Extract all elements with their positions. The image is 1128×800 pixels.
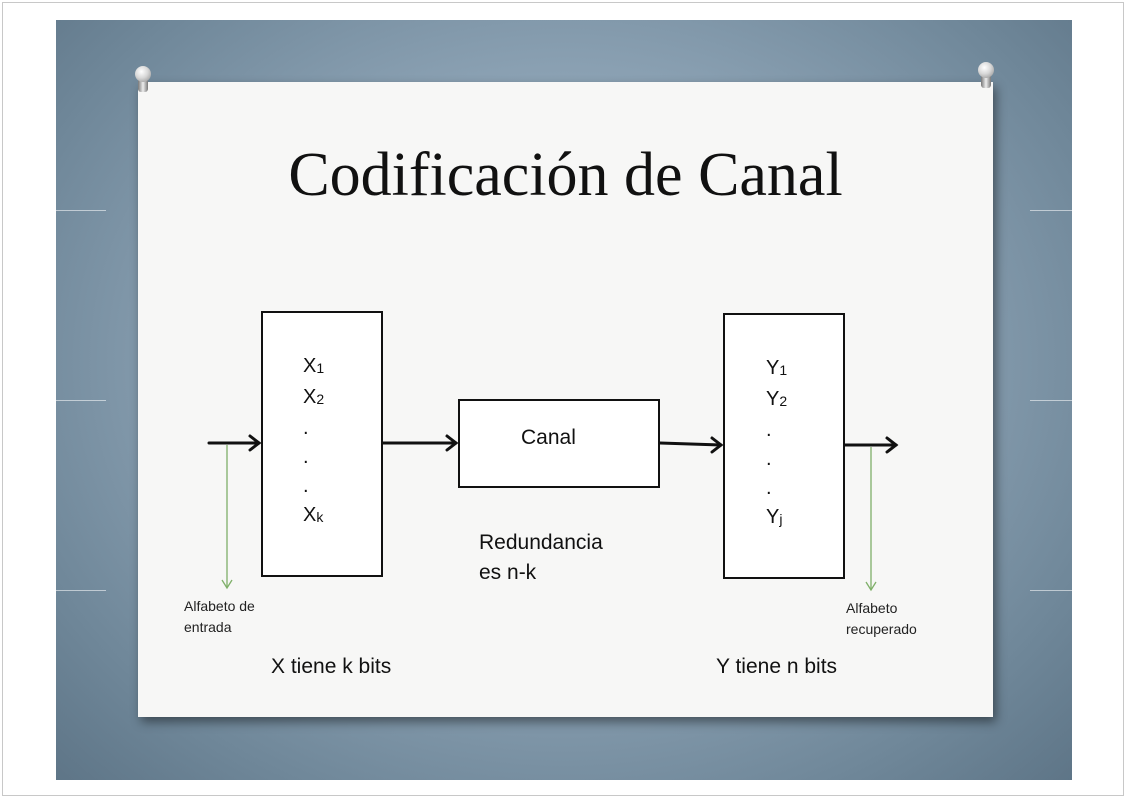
x-bits-label: X tiene k bits: [271, 655, 392, 678]
symbol-subscript: 1: [316, 360, 325, 376]
input-alphabet-label-1: Alfabeto de: [184, 598, 255, 614]
redundancy-line-2: es n-k: [479, 561, 537, 584]
edge-mark: [1030, 210, 1080, 211]
symbol-base: .: [766, 448, 772, 470]
y-bits-label: Y tiene n bits: [716, 655, 838, 678]
output-pointer-arrow: [865, 447, 877, 592]
symbol-subscript: 1: [779, 362, 788, 378]
output-symbol: Y1: [766, 354, 787, 385]
edge-mark: [1030, 590, 1080, 591]
symbol-subscript: 2: [779, 393, 788, 409]
symbol-base: .: [303, 475, 309, 497]
symbol-subscript: 2: [316, 391, 325, 407]
symbol-base: .: [766, 477, 772, 499]
input-alphabet-label-2: entrada: [184, 619, 232, 635]
symbol-base: X: [303, 386, 317, 408]
output-symbol: Y2: [766, 385, 787, 416]
symbol-base: Y: [766, 506, 780, 528]
output-alphabet-label-2: recuperado: [846, 621, 917, 637]
slide-title: Codificación de Canal: [288, 141, 843, 209]
output-symbol: .: [766, 445, 787, 474]
edge-mark: [56, 400, 106, 401]
output-symbol: .: [766, 474, 787, 503]
output-symbol: Yj: [766, 503, 787, 534]
output-arrow: [843, 436, 899, 454]
symbol-base: X: [303, 355, 317, 377]
pushpin-icon: [976, 62, 996, 88]
input-symbol: X1: [303, 352, 324, 383]
symbol-subscript: j: [779, 511, 783, 527]
symbol-base: Y: [766, 388, 780, 410]
to-channel-arrow: [381, 434, 459, 452]
input-alphabet-box: [261, 311, 383, 577]
symbol-subscript: k: [316, 509, 324, 525]
output-alphabet-box: [723, 313, 845, 579]
edge-mark: [56, 590, 106, 591]
symbol-base: .: [303, 446, 309, 468]
output-symbol: .: [766, 416, 787, 445]
symbol-base: .: [766, 419, 772, 441]
input-pointer-arrow: [221, 445, 233, 590]
redundancy-line-1: Redundancia: [479, 531, 603, 554]
output-alphabet-label-1: Alfabeto: [846, 600, 898, 616]
input-arrow: [207, 434, 262, 452]
symbol-base: X: [303, 504, 317, 526]
edge-mark: [1030, 400, 1080, 401]
pushpin-icon: [133, 66, 153, 92]
symbol-base: Y: [766, 357, 780, 379]
channel-box: [458, 399, 660, 488]
input-symbol: Xk: [303, 501, 324, 532]
input-symbol: .: [303, 414, 324, 443]
from-channel-arrow: [658, 436, 724, 454]
edge-mark: [56, 210, 106, 211]
input-symbol: X2: [303, 383, 324, 414]
input-symbol: .: [303, 443, 324, 472]
symbol-base: .: [303, 417, 309, 439]
channel-label: Canal: [521, 426, 576, 449]
input-symbol: .: [303, 472, 324, 501]
